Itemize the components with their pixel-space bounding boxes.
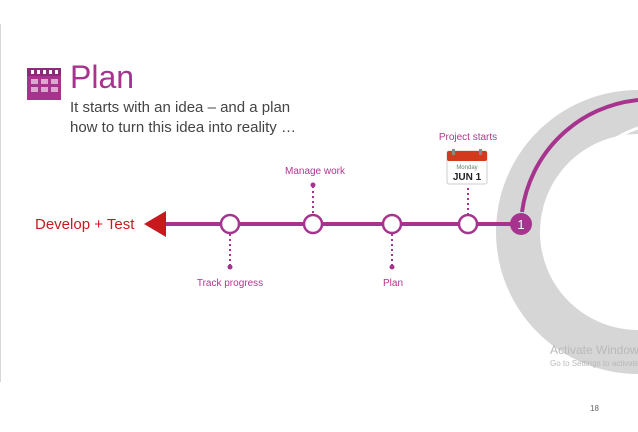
subtitle-line-1: It starts with an idea – and a plan xyxy=(70,99,291,116)
cycle-arrow-head-1 xyxy=(558,213,576,229)
cycle-start-number: 1 xyxy=(517,217,524,232)
cycle-arrow-lower xyxy=(589,288,637,314)
develop-test-label: Develop + Test xyxy=(35,216,135,233)
subtitle-line-2: how to turn this idea into reality … xyxy=(70,119,296,136)
milestone-plan xyxy=(381,213,403,235)
connector-manage-dot xyxy=(310,182,316,188)
connector-track-dot xyxy=(227,264,233,270)
calendar-date: JUN 1 xyxy=(453,172,482,183)
calendar-day: Monday xyxy=(456,165,477,171)
page-number: 18 xyxy=(590,404,599,413)
step-label-plan: Plan xyxy=(382,278,404,289)
page-subtitle: It starts with an idea – and a plan how … xyxy=(70,98,370,138)
slide-canvas xyxy=(0,24,638,382)
milestone-project xyxy=(457,213,479,235)
cycle-arrow-head-2 xyxy=(623,300,638,322)
develop-arrow-icon xyxy=(144,211,166,237)
step-label-manage-work: Manage work xyxy=(284,166,346,177)
calendar-page-icon: Monday JUN 1 xyxy=(446,149,488,185)
activate-windows-hint: Go to Settings to activate Windows. xyxy=(550,359,638,368)
step-label-project-starts: Project starts xyxy=(438,132,498,143)
cycle-arc-accent xyxy=(520,98,638,213)
step-label-track-progress: Track progress xyxy=(196,278,264,289)
milestone-track xyxy=(219,213,241,235)
milestone-manage xyxy=(302,213,324,235)
page-title: Plan xyxy=(70,59,135,95)
cycle-arrow-inner xyxy=(564,126,638,227)
activate-windows-watermark: Activate Windows Go to Settings to activ… xyxy=(550,343,638,370)
connector-plan-dot xyxy=(389,264,395,270)
activate-windows-title: Activate Windows xyxy=(550,343,638,357)
calendar-grid-icon xyxy=(27,68,61,100)
cycle-ring xyxy=(496,90,638,374)
cycle-start-badge xyxy=(510,213,532,235)
